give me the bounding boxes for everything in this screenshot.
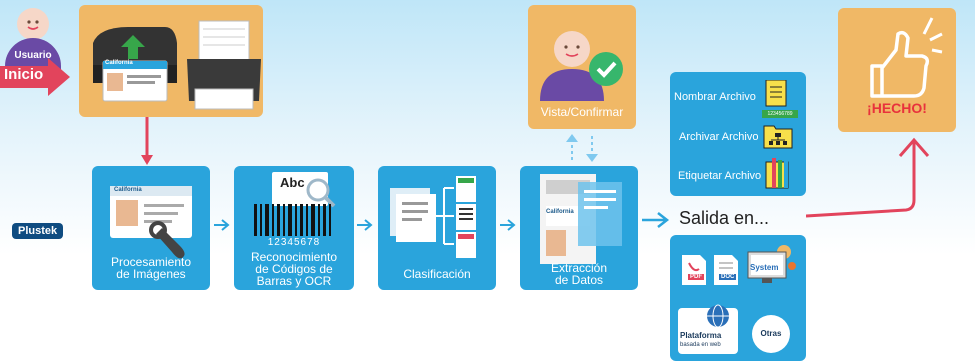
review-title: Vista/Confirmar (540, 105, 624, 119)
folder-network-icon (763, 122, 793, 150)
step-classification (378, 166, 496, 290)
step-4-card-label: California (546, 209, 574, 215)
scan-down-arrow (141, 117, 153, 167)
step-image-processing (92, 166, 210, 290)
system-monitor-icon (746, 244, 798, 286)
archive-file-label: Archivar Archivo (679, 131, 759, 143)
scan-card-label: California (105, 60, 133, 66)
review-arrows (560, 134, 604, 162)
step-data-extraction (520, 166, 638, 290)
pdf-icon (680, 255, 708, 285)
flow-arrow-2 (357, 218, 373, 232)
document-icon (762, 80, 790, 110)
others-label: Otras (760, 329, 782, 338)
flow-arrow-4 (642, 211, 670, 229)
tag-file-label: Etiquetar Archivo (678, 170, 762, 182)
platform-subtitle: basada en web (680, 342, 721, 348)
done-arrow (806, 134, 946, 224)
platform-title: Plataforma (680, 331, 722, 340)
user-label: Usuario (14, 50, 52, 61)
flow-arrow-1 (214, 218, 230, 232)
others-badge (752, 315, 790, 353)
system-label: System (750, 263, 779, 272)
flow-arrow-3 (500, 218, 516, 232)
step-4-title: Extracción de Datos (550, 261, 608, 287)
step-barcode-ocr (234, 166, 354, 290)
done-label: ¡HECHO! (867, 100, 927, 116)
step-1-title: Procesamiento de Imágenes (110, 255, 192, 281)
brand-badge: Plustek (12, 223, 64, 239)
tag-folder-icon (764, 158, 794, 190)
start-arrow (0, 58, 70, 96)
pdf-label: PDF (688, 274, 704, 280)
step-1-card-label: California (114, 187, 142, 193)
step-2-title: Reconocimiento de Códigos de Barras y OC… (250, 250, 338, 288)
scan-panel (79, 5, 263, 117)
ocr-sample-text: Abc (280, 175, 305, 190)
name-file-label: Nombrar Archivo (674, 91, 756, 103)
doc-icon (712, 255, 740, 285)
user-avatar (17, 8, 49, 40)
name-file-tag: 123456789 (762, 110, 798, 118)
doc-label: DOC (719, 274, 737, 280)
start-label: Inicio (4, 66, 44, 83)
step-3-title: Clasificación (403, 267, 471, 281)
done-panel (838, 8, 956, 132)
barcode-digits: 12345678 (267, 237, 321, 248)
globe-icon (706, 304, 730, 328)
output-label: Salida en... (679, 208, 770, 228)
review-panel (528, 5, 636, 129)
